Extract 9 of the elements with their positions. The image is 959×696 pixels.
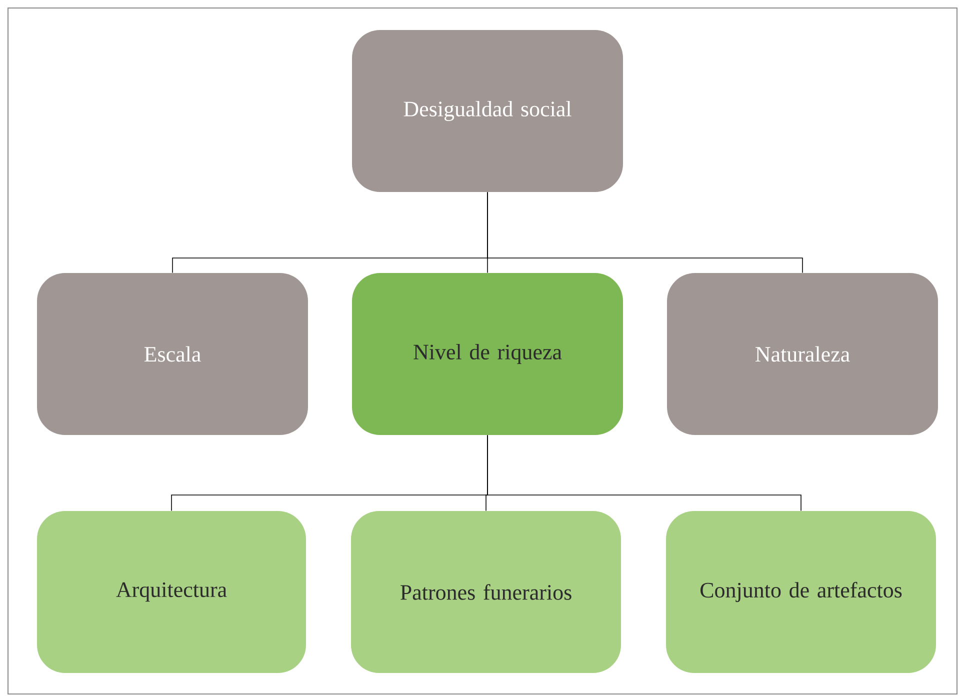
rounded-box: Desigualdad social bbox=[352, 30, 623, 192]
rounded-box: Naturaleza bbox=[667, 273, 938, 435]
rounded-box: Escala bbox=[37, 273, 308, 435]
rounded-box: Arquitectura bbox=[37, 511, 306, 673]
rounded-box: Patrones funerarios bbox=[351, 511, 621, 673]
rounded-box: Nivel de riqueza bbox=[352, 273, 623, 435]
connector bbox=[487, 434, 802, 512]
connector bbox=[487, 192, 803, 274]
rounded-box: Conjunto de artefactos bbox=[666, 511, 936, 673]
